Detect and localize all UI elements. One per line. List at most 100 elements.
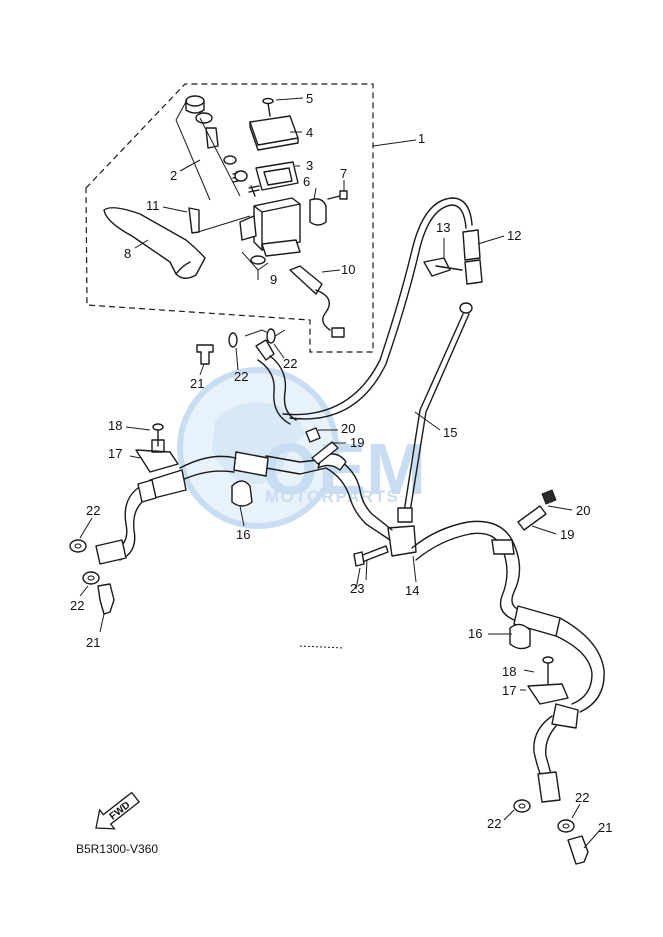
union-bolt-right <box>567 835 589 865</box>
reservoir-cap <box>249 115 299 146</box>
callout-9: 9 <box>270 272 277 287</box>
fwd-arrow: FWD <box>95 791 141 830</box>
brake-lever <box>103 207 206 279</box>
callout-22-upper-b: 22 <box>283 356 297 371</box>
right-banjo <box>537 771 561 803</box>
gasket-upper-a <box>228 332 238 348</box>
callout-18-left: 18 <box>108 418 122 433</box>
callout-22-left-b: 22 <box>70 598 84 613</box>
callout-8: 8 <box>124 246 131 261</box>
callout-23: 23 <box>350 581 364 596</box>
hose-12-fitting <box>464 259 483 285</box>
master-cylinder-base <box>261 239 301 257</box>
cup <box>223 155 237 165</box>
watermark-sub-text: MOTORPARTS <box>265 487 399 506</box>
upper-hose-b <box>257 359 291 425</box>
hose-12-sleeve <box>462 229 481 261</box>
diaphragm-inner <box>263 167 293 186</box>
upper-hose-group <box>196 328 297 425</box>
callout-16-right: 16 <box>468 626 482 641</box>
left-banjo <box>95 539 127 565</box>
brake-pipe <box>403 313 470 513</box>
callout-22-right-b: 22 <box>575 790 589 805</box>
gasket-upper-b <box>266 328 276 344</box>
callout-11: 11 <box>146 198 160 213</box>
callout-3: 3 <box>306 158 313 173</box>
brake-lever-detail <box>175 261 191 275</box>
hose-clip-13 <box>423 257 451 277</box>
cap-screw-head <box>262 97 274 105</box>
leader-lines <box>79 97 601 849</box>
dust-boot <box>185 95 205 107</box>
callout-5: 5 <box>306 91 313 106</box>
diaphragm <box>255 161 299 191</box>
right-hose-group <box>411 489 605 865</box>
clip-19-right <box>517 505 547 531</box>
pivot-nut <box>250 255 266 265</box>
lever-pivot-boss <box>239 215 257 241</box>
holder-bolt-head <box>339 190 348 200</box>
callout-10: 10 <box>341 262 355 277</box>
callout-15: 15 <box>443 425 457 440</box>
gasket-right-b-hole <box>562 823 570 829</box>
callout-19-center: 19 <box>350 435 364 450</box>
callout-22-right-a: 22 <box>487 816 501 831</box>
assembly-boundary <box>85 83 374 353</box>
spring-seat <box>234 170 248 182</box>
gasket-left-b-hole <box>87 575 95 581</box>
callout-21-right: 21 <box>598 820 612 835</box>
hose-loop-b <box>289 204 467 420</box>
union-bolt-left <box>97 583 115 615</box>
callout-22-upper-a: 22 <box>234 369 248 384</box>
callout-20-right: 20 <box>576 503 590 518</box>
left-hose-group <box>69 423 393 615</box>
callout-labels: 1 2 3 4 5 6 7 8 9 10 11 12 13 14 15 16 1… <box>70 91 612 835</box>
stray-mark <box>299 645 345 649</box>
gasket-left-a-hole <box>74 543 82 549</box>
banjo-union-lines <box>244 329 286 337</box>
dust-boot-body <box>185 100 205 114</box>
callout-19-right: 19 <box>560 527 574 542</box>
snap-ring <box>195 112 213 124</box>
right-hose-sleeve-b <box>551 703 579 729</box>
brake-light-switch <box>289 265 323 295</box>
callout-7: 7 <box>340 166 347 181</box>
callout-4: 4 <box>306 125 313 140</box>
screw-20-right <box>541 489 557 505</box>
callout-18-right: 18 <box>502 664 516 679</box>
watermark: OEM MOTORPARTS <box>177 367 426 529</box>
reservoir-cap-side <box>249 121 299 151</box>
pipe-flare-nut-top <box>459 302 473 314</box>
callout-13: 13 <box>436 220 450 235</box>
clip-19-center <box>311 441 339 465</box>
hose-12-group <box>282 197 483 523</box>
clamp-right <box>527 683 569 705</box>
union-bolt-upper <box>196 344 214 365</box>
kit-bracket-lines <box>175 99 241 201</box>
banjo-fitting-upper <box>255 339 275 361</box>
hose-holder-left <box>231 480 253 507</box>
left-hose-end <box>137 479 157 503</box>
piston <box>205 127 219 149</box>
clamp-left <box>135 449 179 473</box>
callout-17-left: 17 <box>108 446 122 461</box>
joint-bolt-23-head <box>353 551 365 567</box>
gasket-right-a-hole <box>518 803 526 809</box>
callout-14: 14 <box>405 583 419 598</box>
callout-1: 1 <box>418 131 425 146</box>
fwd-arrow-icon <box>95 791 141 830</box>
pivot-bolt-line <box>197 215 251 233</box>
callout-22-left-a: 22 <box>86 503 100 518</box>
right-hose-lower <box>533 715 557 779</box>
right-hose-bend <box>555 617 605 713</box>
left-hose-a <box>265 467 391 541</box>
callout-21-left: 21 <box>86 635 100 650</box>
clamp-left-block <box>151 439 165 453</box>
callout-2: 2 <box>170 168 177 183</box>
callout-21-upper: 21 <box>190 376 204 391</box>
screw-20-center <box>305 427 321 443</box>
spring-2 <box>248 185 260 197</box>
joint-group <box>353 525 417 567</box>
switch-connector <box>331 327 345 338</box>
left-hose-sleeve-a <box>233 451 269 477</box>
